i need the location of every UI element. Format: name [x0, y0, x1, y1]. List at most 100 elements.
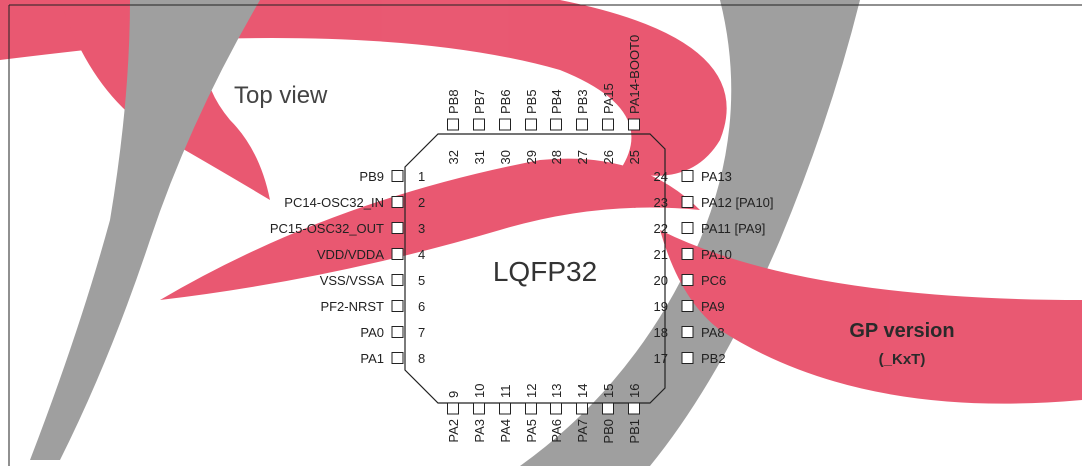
pin-number: 20 — [654, 273, 668, 288]
pin-label: PA14-BOOT0 — [627, 35, 642, 114]
pin-label: PA2 — [446, 419, 461, 443]
pin-label: PA11 [PA9] — [701, 221, 765, 236]
package-name-label: LQFP32 — [493, 256, 597, 287]
pin-pad — [447, 118, 459, 131]
pins-layer: 1PB92PC14-OSC32_IN3PC15-OSC32_OUT4VDD/VD… — [270, 35, 774, 444]
pin-number: 11 — [498, 385, 513, 399]
pin-pad — [499, 402, 511, 415]
watermark-gray-left-swoosh — [30, 0, 260, 460]
pin-label: PA15 — [601, 83, 616, 114]
pin-pad — [681, 300, 694, 312]
pin-label: PA6 — [549, 419, 564, 443]
pin-number: 24 — [654, 169, 668, 184]
pin-number: 29 — [524, 150, 539, 164]
pin-pad — [447, 402, 459, 415]
pin-label: VDD/VDDA — [317, 247, 385, 262]
pin-number: 25 — [627, 150, 642, 164]
pin-label: PA9 — [701, 299, 725, 314]
pin-label: PB4 — [549, 89, 564, 114]
pin-label: PB7 — [472, 89, 487, 114]
package-body-outline — [404, 133, 666, 404]
pin-number: 8 — [418, 351, 425, 366]
pin-pad — [576, 402, 588, 415]
pin-label: PA7 — [575, 419, 590, 443]
pin-number: 19 — [654, 299, 668, 314]
pin-pad — [550, 402, 562, 415]
pin-number: 12 — [524, 384, 539, 398]
pin-label: PF2-NRST — [320, 299, 384, 314]
pin-number: 2 — [418, 195, 425, 210]
pin-pad — [681, 326, 694, 338]
pin-pad — [681, 352, 694, 364]
pin-pad — [525, 402, 537, 415]
pin-number: 26 — [601, 150, 616, 164]
pin-number: 28 — [549, 150, 564, 164]
pin-number: 30 — [498, 150, 513, 164]
pin-number: 5 — [418, 273, 425, 288]
watermark-red-top-swoosh — [0, 0, 727, 176]
pin-label: PB9 — [359, 169, 384, 184]
pin-label: PB6 — [498, 89, 513, 114]
watermark-red-right-swoosh — [660, 230, 1082, 404]
pin-pad — [576, 118, 588, 131]
pin-number: 7 — [418, 325, 425, 340]
pin-number: 10 — [472, 384, 487, 398]
pin-label: PA10 — [701, 247, 732, 262]
pin-pad — [473, 118, 485, 131]
pin-pad — [473, 402, 485, 415]
gp-version-suffix: (_KxT) — [879, 351, 926, 368]
pin-number: 1 — [418, 169, 425, 184]
pin-label: PA4 — [498, 419, 513, 443]
top-view-label: Top view — [234, 82, 328, 109]
pin-label: PA0 — [360, 325, 384, 340]
pin-label: PB8 — [446, 89, 461, 114]
pin-number: 15 — [601, 384, 616, 398]
pin-label: PC15-OSC32_OUT — [270, 221, 384, 236]
pin-pad — [681, 170, 694, 182]
pin-number: 6 — [418, 299, 425, 314]
pin-pad — [391, 300, 404, 312]
pin-pad — [391, 222, 404, 234]
pin-number: 9 — [446, 391, 461, 398]
pin-label: PB3 — [575, 89, 590, 114]
pin-label: PB2 — [701, 351, 726, 366]
gp-version-label: GP version — [849, 320, 954, 342]
pin-pad — [681, 222, 694, 234]
pin-pad — [628, 118, 640, 131]
pin-pad — [391, 352, 404, 364]
pin-number: 27 — [575, 150, 590, 164]
pin-label: PC14-OSC32_IN — [284, 195, 384, 210]
pin-pad — [391, 274, 404, 286]
pin-pad — [681, 248, 694, 260]
pin-number: 22 — [654, 221, 668, 236]
pin-pad — [550, 118, 562, 131]
pin-number: 21 — [654, 247, 668, 262]
pin-label: PB1 — [627, 419, 642, 444]
pin-label: PB0 — [601, 419, 616, 444]
pin-label: PA13 — [701, 169, 732, 184]
pin-pad — [499, 118, 511, 131]
pin-number: 23 — [654, 195, 668, 210]
pin-number: 16 — [627, 384, 642, 398]
pin-number: 32 — [446, 150, 461, 164]
pin-pad — [681, 196, 694, 208]
pin-number: 3 — [418, 221, 425, 236]
pin-pad — [602, 118, 614, 131]
pin-pad — [681, 274, 694, 286]
pin-number: 13 — [549, 384, 564, 398]
pin-pad — [391, 326, 404, 338]
pin-pad — [602, 402, 614, 415]
pin-number: 17 — [654, 351, 668, 366]
pin-pad — [391, 248, 404, 260]
pin-number: 18 — [654, 325, 668, 340]
pin-label: PA1 — [360, 351, 384, 366]
pin-label: PB5 — [524, 89, 539, 114]
pin-pad — [391, 196, 404, 208]
pin-number: 31 — [472, 150, 487, 164]
pin-label: VSS/VSSA — [320, 273, 385, 288]
watermark-gray-right-swoosh — [520, 0, 860, 466]
watermark-red-middle-swoosh — [160, 158, 700, 300]
pin-pad — [628, 402, 640, 415]
